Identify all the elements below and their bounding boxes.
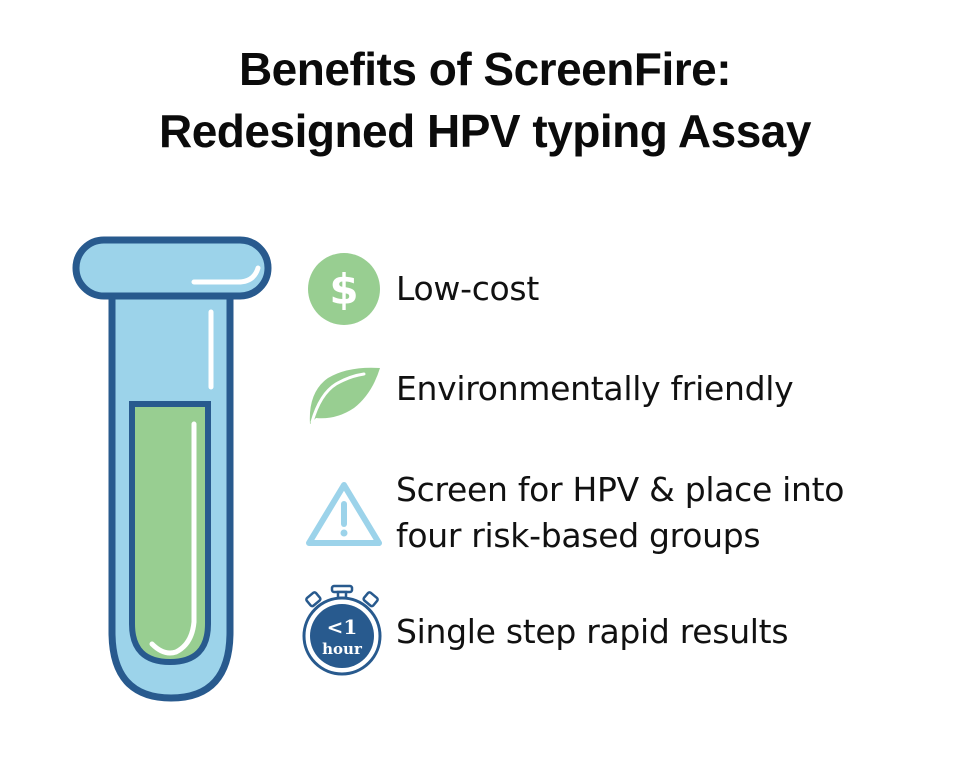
warning-icon (306, 482, 382, 546)
test-tube-icon (72, 236, 272, 702)
svg-text:$: $ (329, 265, 358, 314)
benefit-line-2: four risk-based groups (396, 516, 761, 555)
leaf-icon (309, 367, 380, 424)
dollar-icon: $ (308, 253, 380, 325)
badge-less-than-one: <1 (327, 615, 358, 639)
benefit-line-1: Screen for HPV & place into (396, 470, 845, 509)
page-title: Benefits of ScreenFire: Redesigned HPV t… (0, 38, 970, 162)
title-line-1: Benefits of ScreenFire: (238, 43, 732, 95)
title-line-2: Redesigned HPV typing Assay (159, 105, 811, 157)
badge-hour: hour (322, 640, 363, 658)
benefit-low-cost: Low-cost (396, 269, 539, 308)
benefit-screen-for-hpv: Screen for HPV & place into four risk-ba… (396, 467, 845, 559)
stopwatch-icon: <1 hour (302, 584, 382, 676)
benefit-single-step-rapid: Single step rapid results (396, 612, 789, 651)
benefit-environmentally-friendly: Environmentally friendly (396, 369, 794, 408)
